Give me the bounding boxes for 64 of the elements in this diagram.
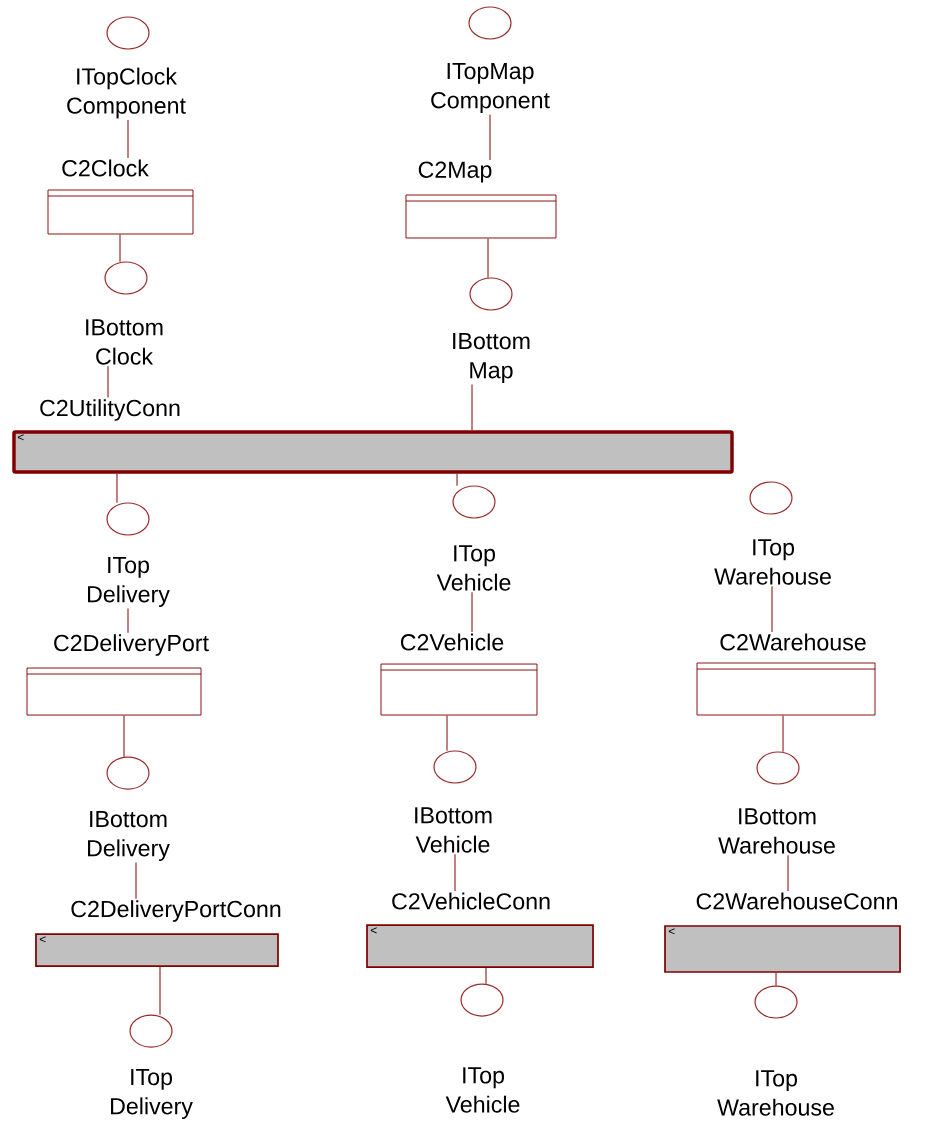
- connector-line: [456, 473, 458, 487]
- connector-line: [116, 473, 118, 504]
- node-label: C2Vehicle: [400, 633, 504, 651]
- interface-lollipop: IBottom Delivery: [88, 756, 170, 861]
- connector-line: [127, 608, 129, 634]
- interface-lollipop: ITopMap Component: [431, 6, 550, 113]
- interface-lollipop: ITop Warehouse: [714, 481, 831, 585]
- component-box: C2Warehouse: [696, 633, 876, 716]
- node-label: ITopMap Component: [431, 63, 550, 113]
- connector-bar: < C2UtilityConn: [12, 399, 734, 474]
- node-label: C2Warehouse: [720, 633, 866, 651]
- connector-line: [135, 862, 137, 900]
- connector-line: [107, 365, 109, 399]
- connector-line: [446, 714, 448, 752]
- connector-line: [127, 119, 129, 159]
- node-label: IBottom Delivery: [88, 811, 170, 862]
- connector-bar: < C2WarehouseConn: [664, 892, 901, 973]
- component-box: C2Clock: [47, 159, 194, 235]
- node-label: ITopClock Component: [67, 67, 186, 119]
- node-label: ITop Vehicle: [445, 1067, 520, 1113]
- node-label: ITop Delivery: [111, 1069, 193, 1120]
- connector-line: [159, 966, 161, 1016]
- interface-lollipop: IBottom Vehicle: [415, 750, 492, 853]
- interface-lollipop: ITop Vehicle: [436, 485, 511, 591]
- node-label: C2UtilityConn: [40, 399, 180, 421]
- interface-lollipop: ITopClock Component: [67, 16, 186, 119]
- connector-line: [119, 233, 121, 263]
- interface-lollipop: ITop Vehicle: [445, 983, 520, 1113]
- connector-line: [787, 854, 789, 892]
- node-label: IBottom Map: [453, 333, 530, 383]
- connector-line: [489, 114, 491, 161]
- interface-lollipop: IBottom Clock: [86, 261, 163, 365]
- node-label: C2DeliveryPortConn: [71, 900, 281, 922]
- connector-line: [775, 972, 777, 987]
- connector-line: [771, 585, 773, 633]
- connector-line: [471, 384, 473, 431]
- connector-line: [454, 853, 456, 892]
- node-label: C2WarehouseConn: [696, 892, 897, 910]
- connector-line: [487, 237, 489, 279]
- connector-line: [123, 714, 125, 758]
- node-label: ITop Vehicle: [436, 545, 511, 591]
- node-label: ITop Warehouse: [717, 1070, 834, 1116]
- interface-lollipop: IBottom Warehouse: [718, 751, 835, 854]
- node-label: ITop Delivery: [88, 557, 170, 608]
- component-box: C2Vehicle: [380, 633, 538, 716]
- node-label: IBottom Clock: [86, 319, 163, 365]
- interface-lollipop: ITop Warehouse: [717, 985, 834, 1116]
- connector-bar: < C2DeliveryPortConn: [35, 900, 281, 967]
- node-label: IBottom Warehouse: [718, 808, 835, 854]
- connector-bar: < C2VehicleConn: [366, 892, 594, 968]
- node-label: C2DeliveryPort: [54, 634, 209, 656]
- node-label: ITop Warehouse: [714, 539, 831, 585]
- connector-line: [782, 714, 784, 753]
- component-box: C2DeliveryPort: [26, 634, 209, 716]
- interface-lollipop: IBottom Map: [453, 277, 530, 383]
- component-box: C2Map: [405, 161, 557, 239]
- node-label: C2VehicleConn: [392, 892, 550, 910]
- node-label: IBottom Vehicle: [415, 807, 492, 853]
- connector-line: [471, 591, 473, 633]
- connector-line: [485, 967, 487, 985]
- interface-lollipop: ITop Delivery: [88, 502, 170, 607]
- node-label: C2Map: [418, 161, 492, 183]
- interface-lollipop: ITop Delivery: [111, 1014, 193, 1119]
- node-label: C2Clock: [62, 159, 149, 177]
